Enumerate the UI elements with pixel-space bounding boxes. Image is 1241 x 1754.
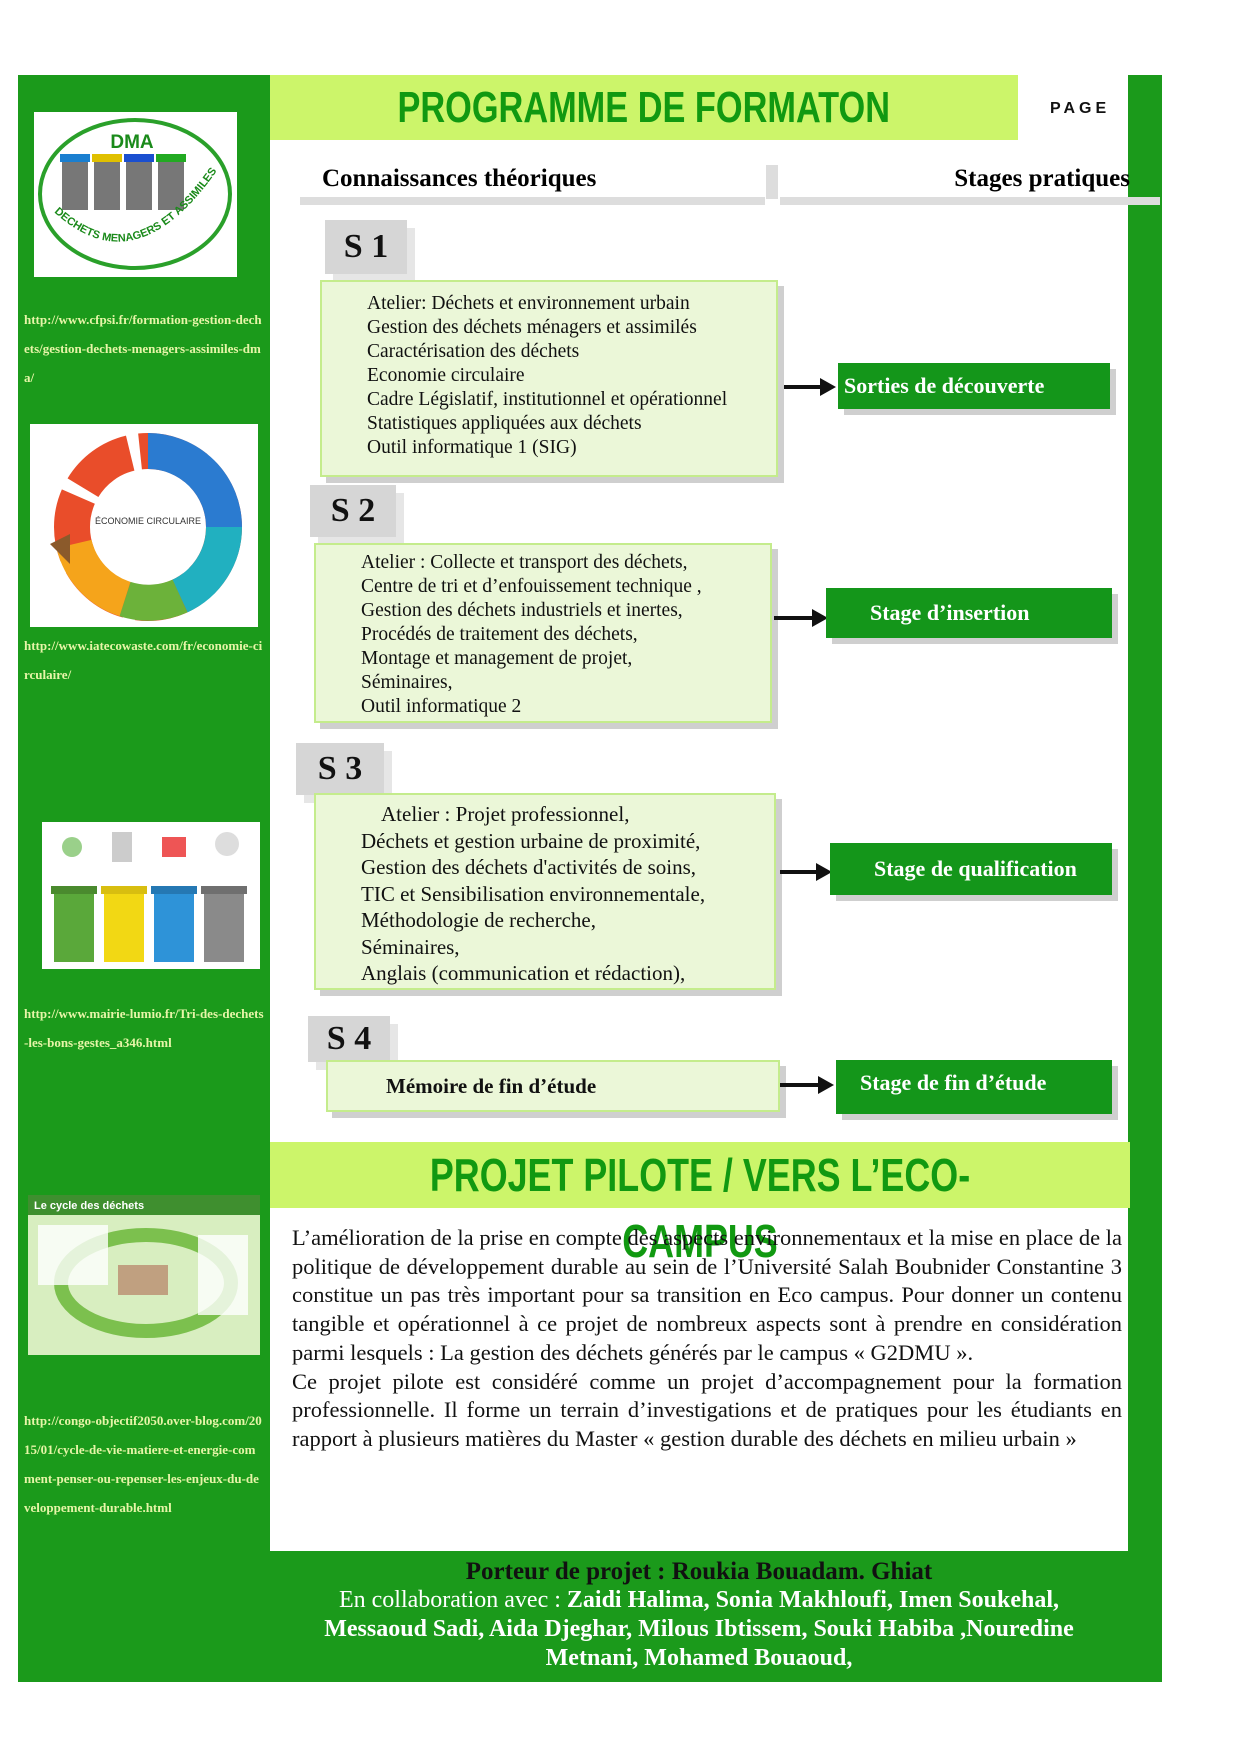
collaborators: En collaboration avec : Zaidi Halima, So… (270, 1586, 1128, 1673)
stage-box-s2: Stage d’insertion (826, 588, 1112, 638)
source-link-2[interactable]: http://www.iatecowaste.com/fr/economie-c… (24, 638, 263, 682)
course-item: Centre de tri et d’enfouissement techniq… (361, 576, 702, 597)
course-item: Atelier : Projet professionnel, (381, 802, 630, 826)
column-header-practice: Stages pratiques (780, 165, 1160, 205)
semester-tag-s3: S 3 (296, 743, 384, 795)
project-title: PROJET PILOTE / VERS L’ECO-CAMPUS (270, 1142, 1130, 1267)
course-list-s3: Atelier : Projet professionnel, Déchets … (314, 793, 776, 990)
arrow-s2 (774, 616, 814, 620)
course-item: Gestion des déchets industriels et inert… (361, 600, 683, 621)
course-item: Statistiques appliquées aux déchets (367, 413, 642, 434)
arrowhead-s4 (818, 1076, 834, 1094)
course-item: Gestion des déchets ménagers et assimilé… (367, 317, 697, 338)
source-link-3[interactable]: http://www.mairie-lumio.fr/Tri-des-deche… (24, 1006, 264, 1050)
course-item: Montage et management de projet, (361, 648, 633, 669)
stage-box-s3: Stage de qualification (830, 843, 1112, 895)
course-item: Séminaires, (361, 934, 460, 959)
column-header-theory: Connaissances théoriques (300, 165, 765, 205)
stage-box-s1: Sorties de découverte (838, 363, 1110, 409)
course-item: Séminaires, (361, 672, 453, 693)
course-item: Anglais (communication et rédaction), (361, 961, 686, 985)
arrowhead-s2 (812, 609, 828, 627)
semester-tag-s2: S 2 (310, 485, 396, 537)
collaborators-names: Zaidi Halima, Sonia Makhloufi, Imen Souk… (324, 1587, 1074, 1671)
course-item: Mémoire de fin d’étude (386, 1074, 597, 1098)
arrow-s3 (780, 870, 818, 874)
arrowhead-s3 (816, 863, 832, 881)
dma-logo: DMA DECHETS MENAGERS ET ASSIMILES (34, 112, 237, 277)
collaborators-prefix: En collaboration avec : (338, 1587, 567, 1613)
project-description: L’amélioration de la prise en compte des… (292, 1224, 1122, 1454)
course-list-s4: Mémoire de fin d’étude (326, 1060, 780, 1112)
source-link-4[interactable]: http://congo-objectif2050.over-blog.com/… (24, 1413, 262, 1515)
stage-box-s4: Stage de fin d’étude (836, 1060, 1112, 1114)
course-item: Outil informatique 1 (SIG) (367, 437, 577, 458)
sorting-bins-illustration (42, 822, 260, 969)
page-label-bg (1018, 75, 1128, 151)
course-item: Gestion des déchets d'activités de soins… (361, 855, 697, 879)
course-item: Cadre Législatif, institutionnel et opér… (367, 389, 728, 410)
course-item: Atelier : Collecte et transport des déch… (361, 552, 688, 573)
course-item: TIC et Sensibilisation environnementale, (361, 881, 706, 906)
arrow-s4 (780, 1083, 820, 1087)
course-item: Déchets et gestion urbaine de proximité, (361, 828, 701, 853)
page-label: PAGE (1050, 100, 1111, 117)
source-link-1[interactable]: http://www.cfpsi.fr/formation-gestion-de… (24, 312, 262, 385)
semester-tag-s4: S 4 (308, 1016, 390, 1062)
footer-credits: Porteur de projet : Roukia Bouadam. Ghia… (270, 1551, 1128, 1682)
column-separator (766, 165, 778, 199)
arrow-s1 (784, 385, 822, 389)
course-item: Atelier: Déchets et environnement urbain (367, 293, 690, 314)
project-paragraph-1: L’amélioration de la prise en compte des… (292, 1225, 1122, 1365)
course-item: Outil informatique 2 (361, 696, 522, 717)
project-leader: Porteur de projet : Roukia Bouadam. Ghia… (465, 1558, 933, 1585)
course-list-s1: Atelier: Déchets et environnement urbain… (320, 280, 778, 477)
course-item: Economie circulaire (367, 365, 525, 386)
page-title: PROGRAMME DE FORMATON (270, 75, 1018, 140)
project-paragraph-2: Ce projet pilote est considéré comme un … (292, 1368, 1122, 1451)
circular-economy-diagram: ÉCONOMIE CIRCULAIRE (30, 424, 258, 627)
sidebar: DMA DECHETS MENAGERS ET ASSIMILES http:/… (18, 75, 270, 1682)
arrowhead-s1 (820, 378, 836, 396)
course-item: Procédés de traitement des déchets, (361, 624, 638, 645)
course-item: Méthodologie de recherche, (361, 908, 596, 932)
course-item: Caractérisation des déchets (367, 341, 580, 362)
dma-logo-title: DMA (110, 132, 154, 153)
semester-tag-s1: S 1 (325, 220, 407, 274)
right-strip (1128, 75, 1162, 1682)
waste-cycle-title: Le cycle des déchets (34, 1200, 144, 1212)
circular-economy-label: ÉCONOMIE CIRCULAIRE (95, 516, 201, 526)
course-list-s2: Atelier : Collecte et transport des déch… (314, 543, 772, 723)
waste-cycle-poster: Le cycle des déchets (28, 1195, 260, 1355)
